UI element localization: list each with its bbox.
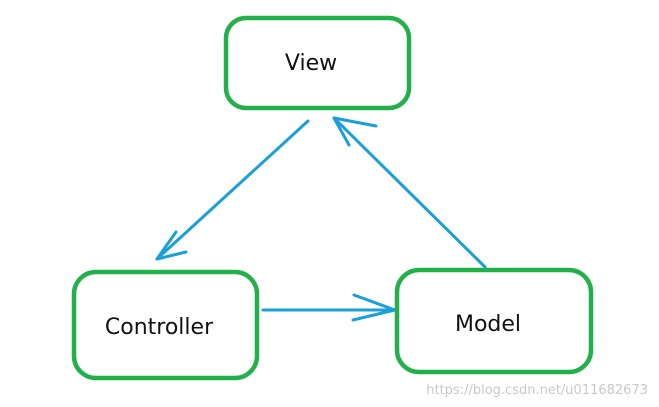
node-controller-label: Controller <box>105 315 214 340</box>
node-view-box <box>223 15 412 111</box>
node-controller: Controller <box>71 269 260 381</box>
edge-controller-to-model <box>261 293 397 322</box>
edge-view-to-controller-line <box>155 119 310 261</box>
edge-view-to-controller-arrowhead <box>155 230 188 261</box>
edge-view-to-controller <box>155 119 310 261</box>
edge-model-to-view-line <box>332 116 487 269</box>
node-model-box <box>394 267 594 375</box>
node-controller-box <box>71 269 260 381</box>
node-view-label: View <box>285 51 337 76</box>
node-model: Model <box>394 267 594 375</box>
edge-controller-to-model-arrowhead <box>351 293 397 322</box>
node-view: View <box>223 15 412 111</box>
watermark-text: https://blog.csdn.net/u011682673 <box>426 383 648 398</box>
node-model-label: Model <box>455 312 521 337</box>
edge-model-to-view-arrowhead <box>332 116 378 147</box>
edge-model-to-view <box>332 116 487 269</box>
